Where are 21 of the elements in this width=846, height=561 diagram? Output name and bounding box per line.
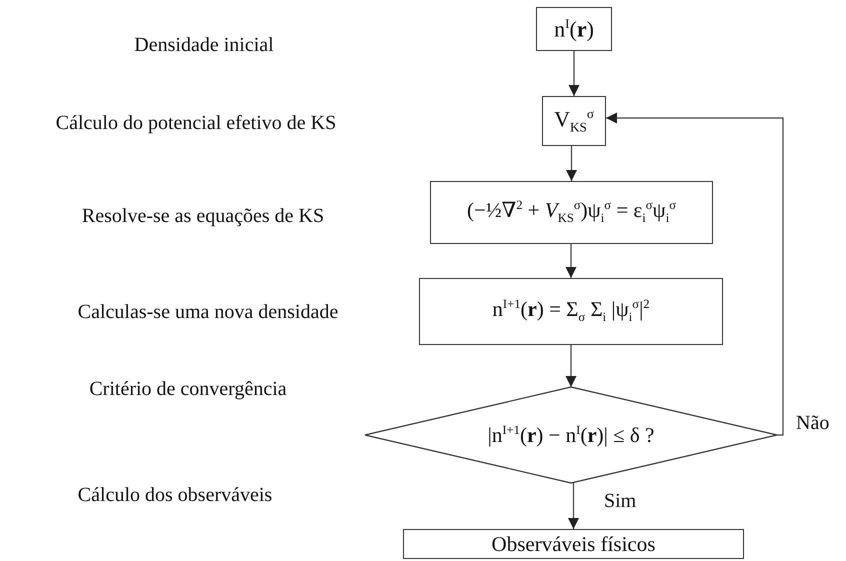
- arrow: [566, 244, 576, 278]
- arrow: [566, 345, 576, 387]
- formula: Observáveis físicos: [492, 532, 656, 556]
- step-description: Critério de convergência: [89, 378, 287, 401]
- formula: n$^{I}$(r): [554, 16, 594, 42]
- formula: n$^{I+1}$(r) = Σ$_{σ}$ Σ$_{i}$ |ψ$_{i}$$^{σ}$|$^{2}$: [492, 297, 650, 326]
- arrow: [566, 146, 577, 181]
- process-box: [536, 7, 612, 51]
- arrow: [568, 51, 580, 96]
- step-description: Cálculo do potencial efetivo de KS: [56, 112, 336, 135]
- step-description: Densidade inicial: [134, 34, 274, 57]
- step-description: Cálculo dos observáveis: [78, 484, 272, 507]
- process-box: [430, 181, 713, 244]
- arrow: [606, 112, 784, 436]
- step-description: Resolve-se as equações de KS: [82, 205, 324, 228]
- process-box: [403, 529, 744, 559]
- arrow: [568, 483, 579, 529]
- process-box: [542, 96, 606, 146]
- step-description: Calculas-se uma nova densidade: [78, 301, 338, 324]
- process-box: [419, 278, 723, 345]
- formula: |n$^{I+1}$(r) − n$^{I}$(r)| ≤ δ ?: [488, 422, 654, 448]
